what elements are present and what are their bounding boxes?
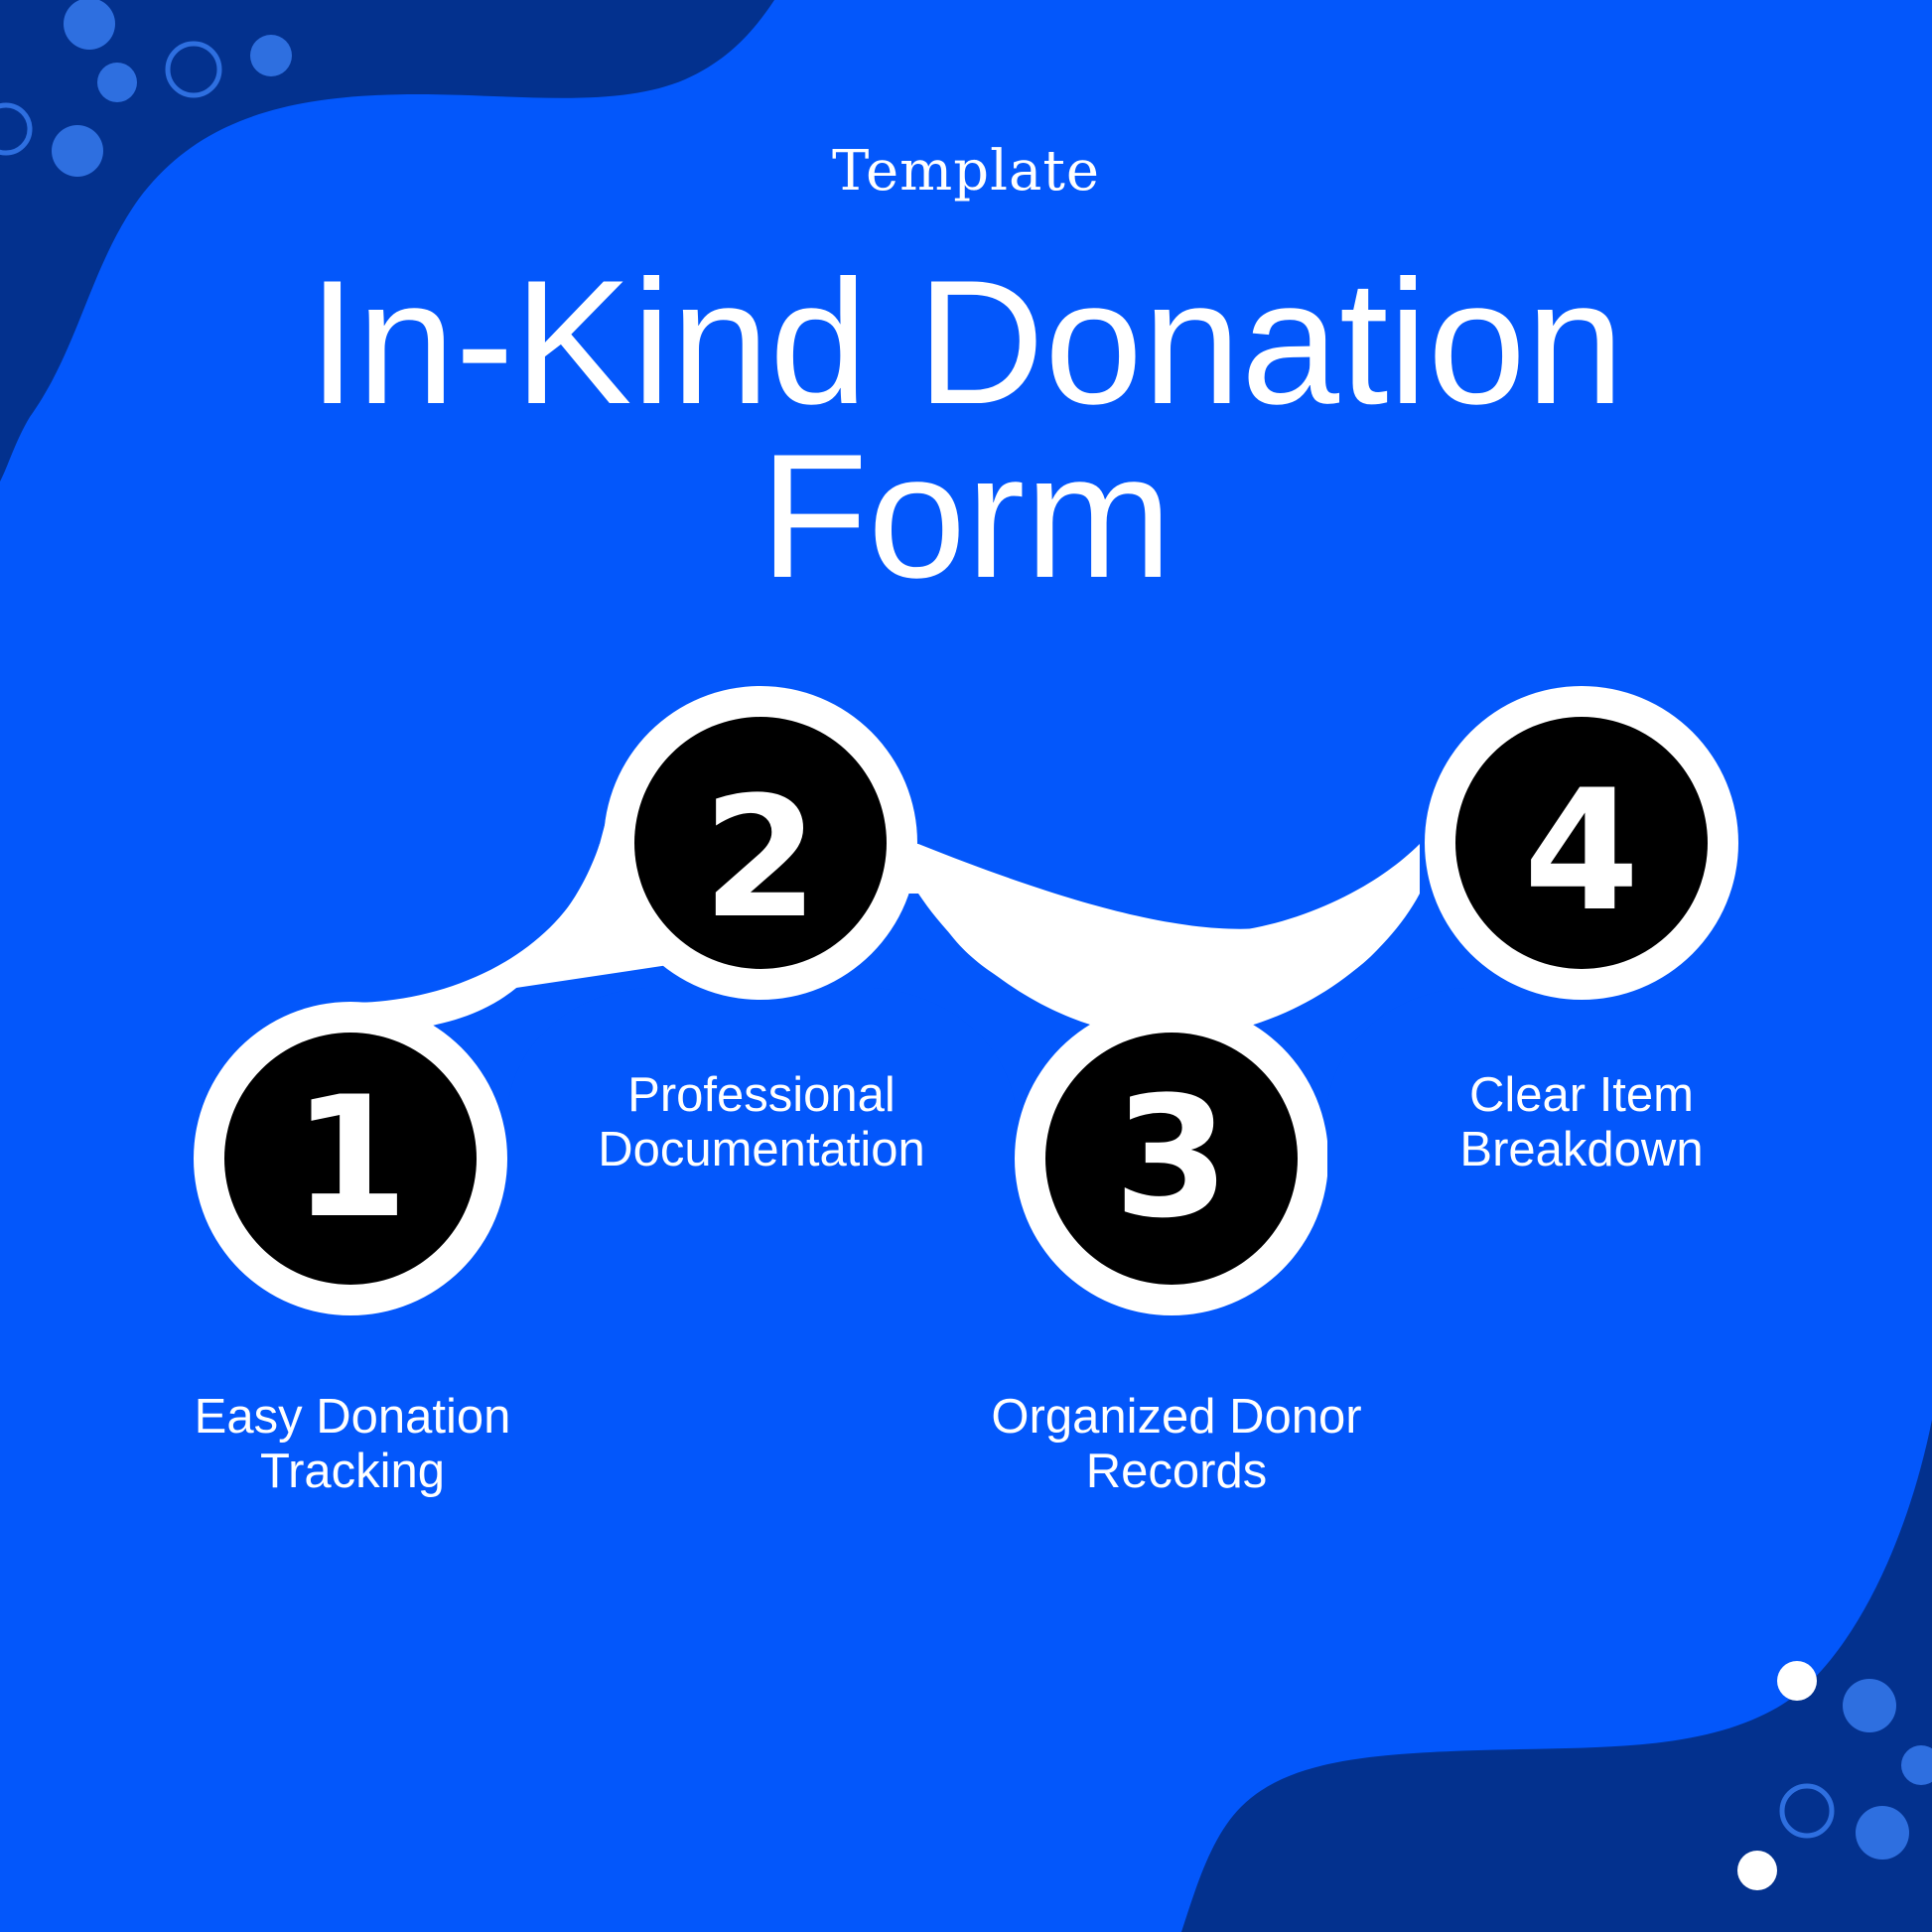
step-label-2: Professional Documentation bbox=[513, 1068, 1010, 1177]
decor-dot bbox=[52, 125, 103, 177]
decor-dot bbox=[1777, 1661, 1817, 1701]
decor-ring bbox=[0, 102, 33, 156]
step-number-3: 3 bbox=[1114, 1060, 1230, 1255]
step-label-2-line2: Documentation bbox=[598, 1123, 925, 1176]
step-label-4-line1: Clear Item bbox=[1468, 1068, 1694, 1122]
connector-cutout bbox=[824, 988, 1015, 1191]
step-label-4: Clear Item Breakdown bbox=[1333, 1068, 1830, 1177]
decor-dot bbox=[1737, 1851, 1777, 1890]
decor-ring bbox=[1779, 1783, 1835, 1839]
decor-ring bbox=[165, 41, 222, 98]
step-circle-2 bbox=[634, 717, 887, 969]
step-circle-1 bbox=[224, 1033, 477, 1285]
step-circle-4 bbox=[1455, 717, 1708, 969]
step-label-1: Easy Donation Tracking bbox=[104, 1390, 601, 1499]
decor-dot bbox=[250, 35, 292, 76]
step-number-2: 2 bbox=[703, 760, 819, 955]
step-label-2-line1: Professional bbox=[627, 1068, 896, 1122]
connector-cutout bbox=[1327, 988, 1519, 1191]
step-label-1-line2: Tracking bbox=[259, 1445, 446, 1498]
step-number-1: 1 bbox=[293, 1060, 409, 1255]
step-label-3: Organized Donor Records bbox=[928, 1390, 1425, 1499]
step-label-3-line2: Records bbox=[1085, 1445, 1268, 1498]
subtitle: Template bbox=[831, 139, 1101, 204]
page-title-line1: In-Kind Donation bbox=[308, 243, 1624, 441]
decor-dot bbox=[1856, 1806, 1909, 1860]
decor-dot bbox=[1843, 1679, 1896, 1732]
step-label-1-line1: Easy Donation bbox=[194, 1390, 511, 1444]
bottom-right-blob bbox=[1181, 1420, 1932, 1932]
step-label-4-line2: Breakdown bbox=[1459, 1123, 1704, 1176]
step-label-3-line1: Organized Donor bbox=[991, 1390, 1362, 1444]
connector-cutout bbox=[508, 988, 700, 1191]
page-title-line2: Form bbox=[759, 417, 1173, 615]
top-left-blob bbox=[0, 0, 774, 482]
step-circle-3 bbox=[1045, 1033, 1298, 1285]
decor-dot bbox=[1901, 1745, 1932, 1785]
step-number-4: 4 bbox=[1524, 754, 1640, 948]
decor-dot bbox=[64, 0, 115, 50]
decor-dot bbox=[97, 63, 137, 102]
